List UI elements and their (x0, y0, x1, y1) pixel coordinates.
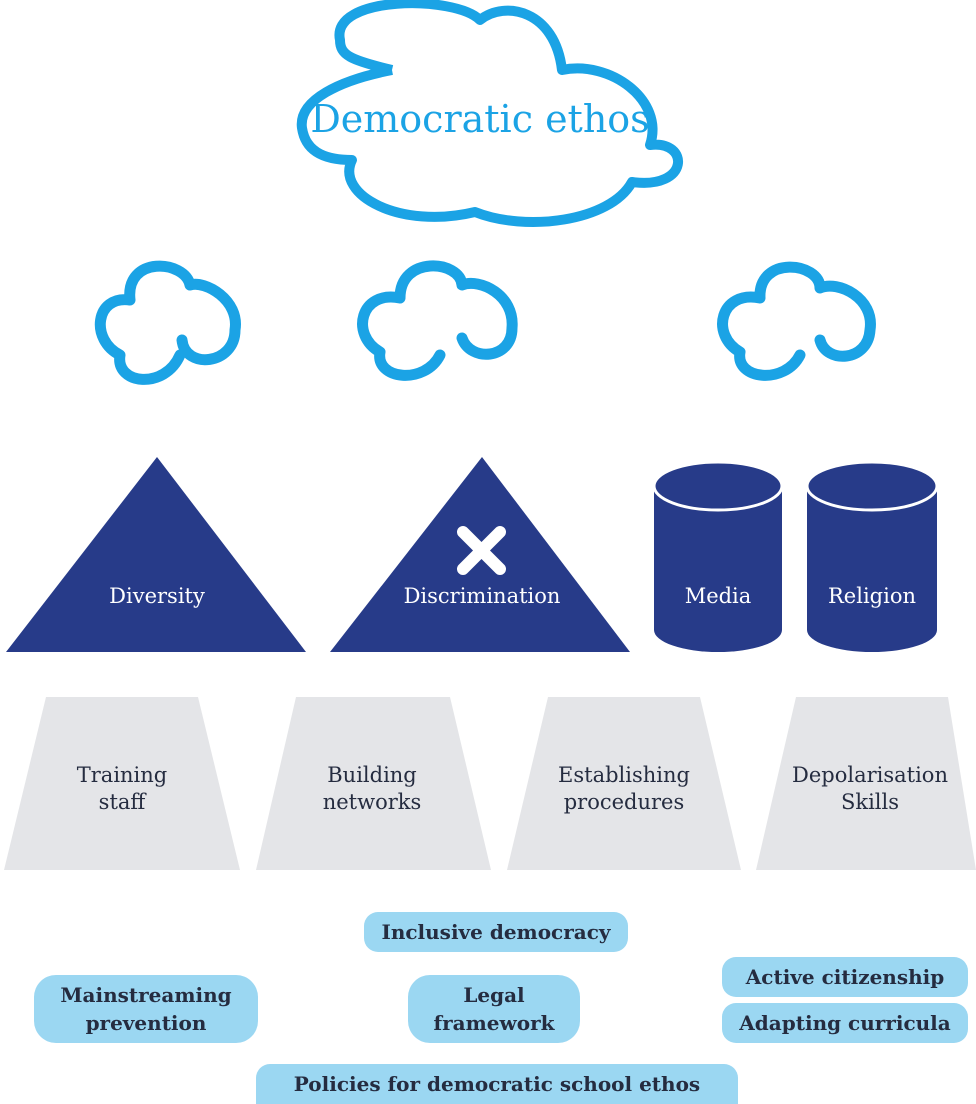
pillar-training-staff: Training staff (4, 697, 240, 870)
tag-policies-democratic-school-ethos: Policies for democratic school ethos (256, 1064, 738, 1104)
pillar-depolarisation-skills: Depolarisation Skills (756, 697, 976, 870)
cylinder-body (807, 486, 937, 652)
pillar-label-line2: staff (99, 790, 148, 814)
pillar-shape (507, 697, 741, 870)
small-cloud-3 (717, 261, 876, 381)
small-cloud-outline (357, 260, 518, 381)
discrimination-triangle: Discrimination (330, 457, 630, 652)
cloud-outline (296, 0, 684, 227)
tag-adapting-curricula: Adapting curricula (722, 1003, 968, 1043)
cylinder-top (805, 460, 939, 512)
tag-mainstreaming-prevention: Mainstreaming prevention (34, 975, 258, 1043)
triangle-shape (6, 457, 306, 652)
media-cylinder: Media (652, 460, 784, 652)
small-cloud-outline (94, 260, 241, 385)
tag-label: Inclusive democracy (381, 920, 611, 944)
tag-inclusive-democracy: Inclusive democracy (364, 912, 628, 952)
pillar-label-line1: Establishing (558, 763, 690, 787)
tag-label: Active citizenship (745, 965, 945, 989)
cloud-label: Democratic ethos (310, 97, 649, 141)
pillar-label-line1: Training (77, 763, 168, 787)
tag-label-line1: Mainstreaming (60, 983, 232, 1007)
small-cloud-1 (94, 260, 241, 385)
pillar-label-line2: procedures (564, 790, 685, 814)
pillar-shape (756, 697, 976, 870)
pillar-shape (4, 697, 240, 870)
discrimination-label: Discrimination (404, 584, 561, 608)
tag-label-line2: prevention (85, 1011, 207, 1035)
pillar-shape (256, 697, 491, 870)
small-cloud-2 (357, 260, 518, 381)
democratic-ethos-cloud: Democratic ethos (296, 0, 684, 227)
religion-label: Religion (828, 584, 916, 608)
tag-active-citizenship: Active citizenship (722, 957, 968, 997)
tag-label: Policies for democratic school ethos (293, 1072, 701, 1096)
tag-label: Adapting curricula (739, 1011, 951, 1035)
pillar-label-line1: Building (327, 763, 417, 787)
cylinder-body (654, 486, 782, 652)
pillar-label-line2: networks (323, 790, 422, 814)
pillar-building-networks: Building networks (256, 697, 491, 870)
tag-label-line2: framework (433, 1011, 555, 1035)
pillar-label-line1: Depolarisation (792, 763, 948, 787)
tag-legal-framework: Legal framework (408, 975, 580, 1043)
media-label: Media (685, 584, 752, 608)
tag-label-line1: Legal (463, 983, 525, 1007)
cylinder-top (652, 460, 784, 512)
pillar-label-line2: Skills (841, 790, 899, 814)
religion-cylinder: Religion (805, 460, 939, 652)
diversity-label: Diversity (109, 584, 205, 608)
pillar-establishing-procedures: Establishing procedures (507, 697, 741, 870)
cross-icon (457, 526, 506, 575)
diversity-triangle: Diversity (6, 457, 306, 652)
small-cloud-outline (717, 261, 876, 381)
